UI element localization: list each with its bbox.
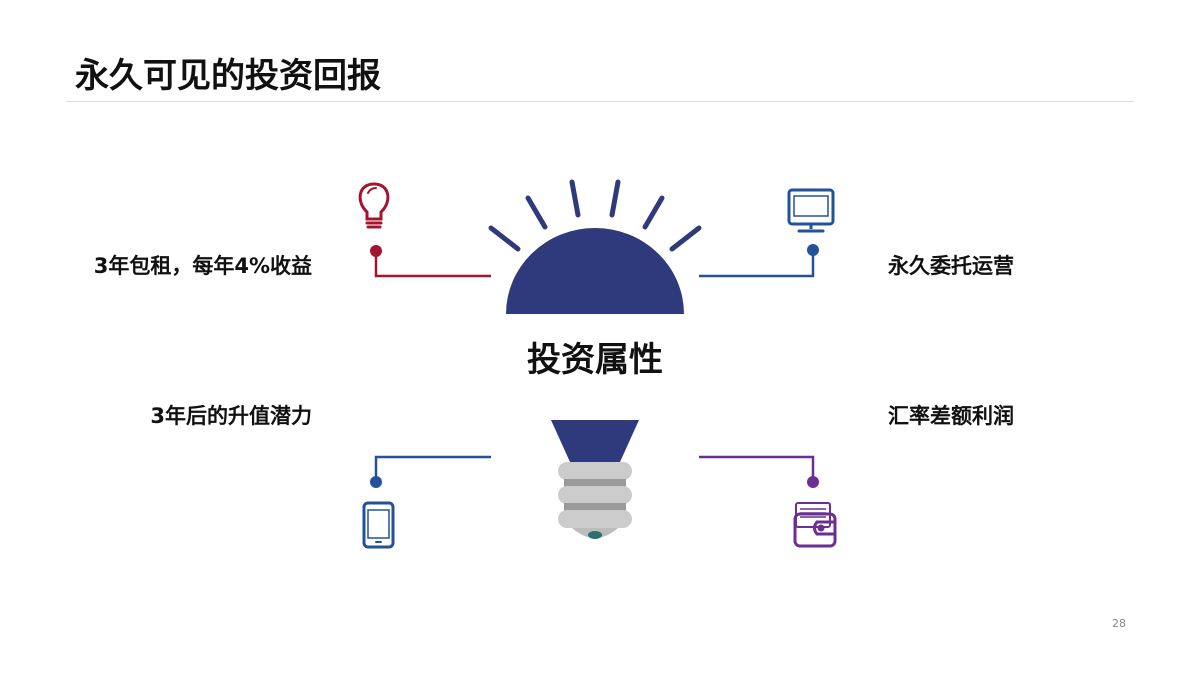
page-number: 28 bbox=[1112, 617, 1126, 630]
bulb-base bbox=[551, 420, 639, 539]
attribute-label-appreciation: 3年后的升值潜力 bbox=[150, 404, 312, 428]
bulb-dome bbox=[506, 228, 684, 314]
monitor-icon bbox=[787, 188, 835, 233]
light-rays bbox=[488, 179, 702, 252]
connector-top-left bbox=[370, 245, 491, 278]
lightbulb-icon bbox=[358, 182, 390, 229]
connector-top-right bbox=[699, 244, 819, 278]
connector-bottom-right bbox=[699, 455, 819, 488]
attribute-label-managed-operation: 永久委托运营 bbox=[888, 254, 1014, 278]
center-label: 投资属性 bbox=[527, 340, 663, 380]
title-divider bbox=[66, 101, 1134, 102]
mobile-phone-icon bbox=[362, 501, 395, 549]
wallet-icon bbox=[793, 502, 837, 548]
attribute-label-rental-yield: 3年包租，每年4%收益 bbox=[93, 254, 312, 278]
attribute-label-exchange-profit: 汇率差额利润 bbox=[888, 404, 1014, 428]
connector-bottom-left bbox=[370, 455, 491, 488]
slide-title: 永久可见的投资回报 bbox=[75, 56, 381, 96]
